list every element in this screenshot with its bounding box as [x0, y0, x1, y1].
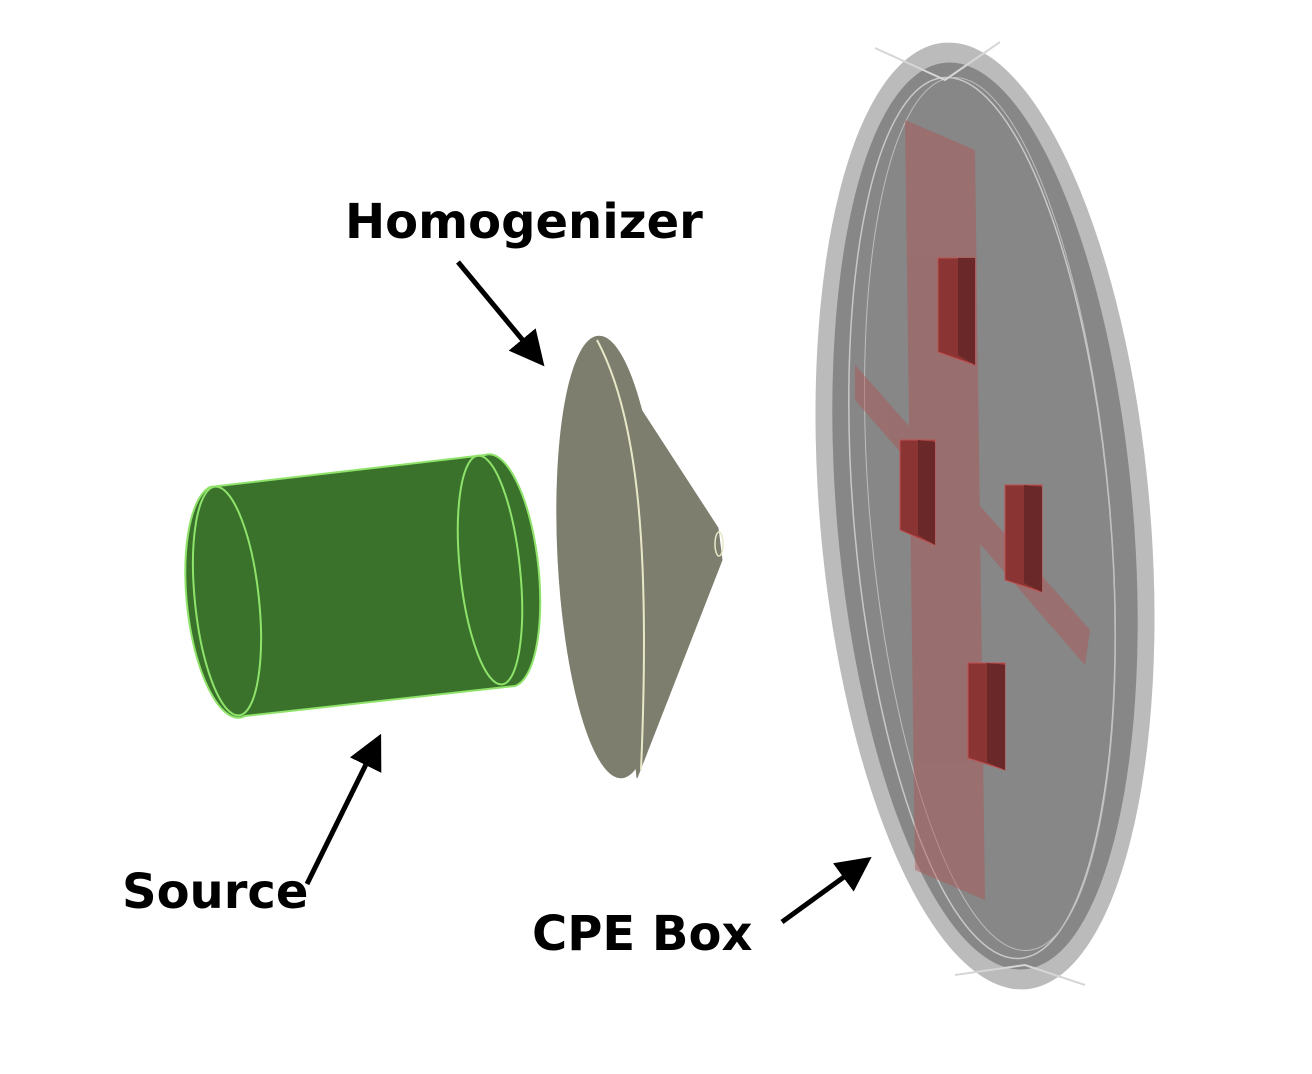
- homogenizer-arrow: [456, 260, 545, 367]
- source-label: Source: [122, 864, 308, 920]
- source-cylinder-body: [184, 453, 542, 719]
- homogenizer-label: Homogenizer: [345, 194, 703, 250]
- source-cylinder-back-face: [191, 485, 263, 717]
- detector-block-left: [899, 439, 936, 546]
- detector-block-top: [937, 257, 976, 366]
- source-cylinder: [184, 453, 542, 719]
- cpe-box-face: [832, 62, 1138, 970]
- detector-block-bottom: [967, 662, 1006, 771]
- cpe-box-arrow: [780, 856, 872, 925]
- homogenizer-cone-base: [556, 335, 664, 779]
- cpe-box-seam-bottom: [954, 963, 1086, 986]
- source-cylinder-front-face: [456, 454, 524, 686]
- cpe-box-inner-ring-2: [864, 77, 1116, 951]
- source-arrow: [304, 733, 382, 886]
- cpe-box-seam-top: [874, 41, 1001, 82]
- cpe-box: [815, 41, 1155, 990]
- homogenizer-cone-edge: [596, 339, 646, 771]
- detector-block-right: [1004, 484, 1043, 593]
- homogenizer-cone-tip: [714, 531, 724, 557]
- homogenizer-cone: [556, 335, 724, 779]
- cpe-box-label: CPE Box: [532, 906, 752, 962]
